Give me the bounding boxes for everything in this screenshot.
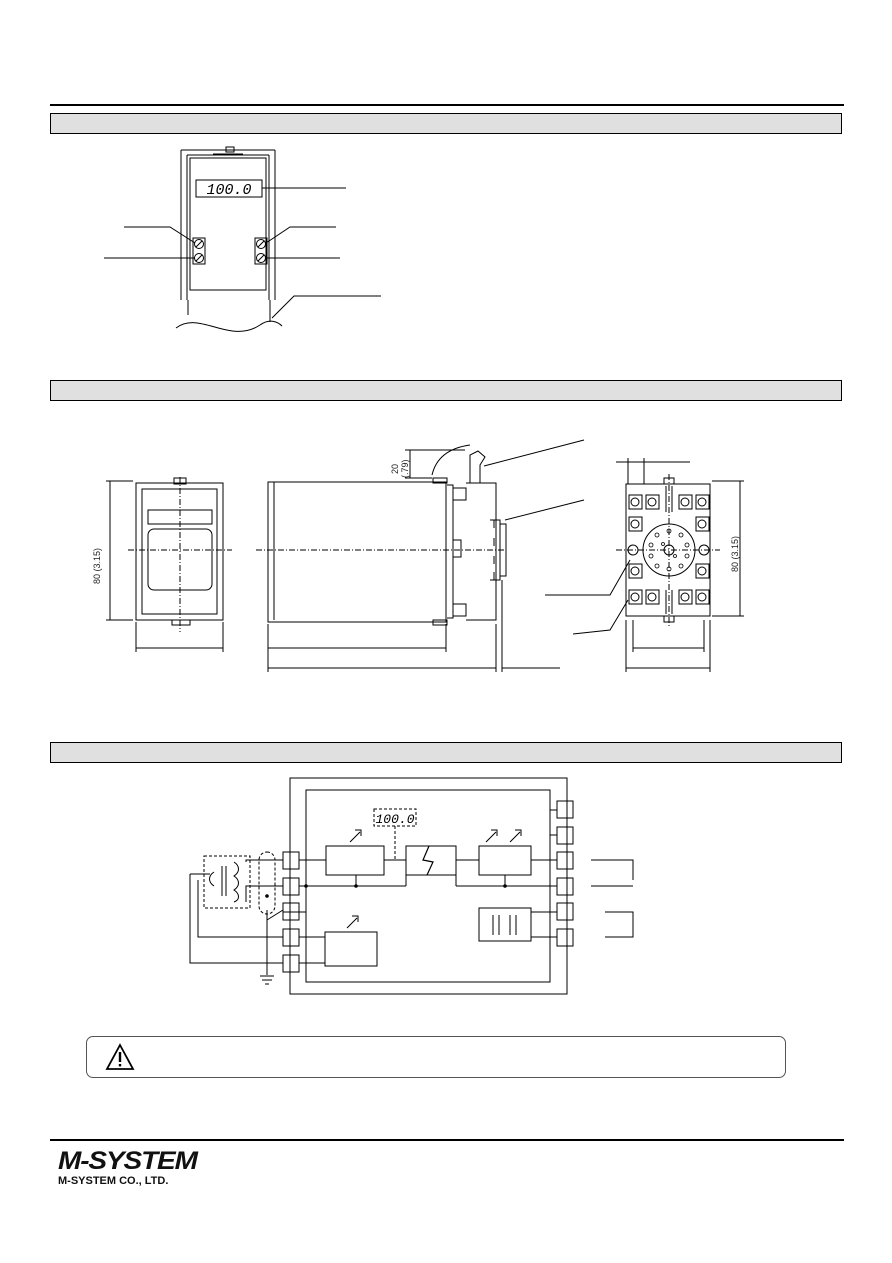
company-name: M-SYSTEM CO., LTD. bbox=[58, 1175, 169, 1187]
clearance-mm-label: 20 bbox=[390, 464, 400, 474]
warning-box bbox=[86, 1036, 786, 1078]
logo-wordmark: M-SYSTEM bbox=[58, 1147, 198, 1175]
diagram-display-value: 100.0 bbox=[375, 812, 414, 827]
front-panel-drawing bbox=[104, 146, 381, 332]
section-header-front-view bbox=[50, 113, 842, 134]
screw-icon bbox=[194, 239, 204, 249]
screw-icon bbox=[256, 253, 266, 263]
dimension-side-view bbox=[256, 439, 585, 672]
height-dimension-label: 80 (3.15) bbox=[92, 548, 102, 584]
footer-rule bbox=[50, 1139, 844, 1141]
screw-icon bbox=[256, 239, 266, 249]
section-header-dimensions bbox=[50, 380, 842, 401]
dimension-front-view bbox=[106, 477, 232, 652]
front-display-value: 100.0 bbox=[206, 182, 251, 199]
clearance-in-label: (.79) bbox=[400, 459, 410, 478]
company-logo: M-SYSTEM M-SYSTEM CO., LTD. bbox=[58, 1149, 198, 1188]
top-rule bbox=[50, 104, 844, 106]
dimension-socket-base bbox=[545, 458, 744, 672]
section-header-block-diagram bbox=[50, 742, 842, 763]
base-height-dimension-label: 80 (3.15) bbox=[730, 536, 740, 572]
warning-icon bbox=[105, 1043, 135, 1070]
block-diagram bbox=[189, 777, 634, 995]
